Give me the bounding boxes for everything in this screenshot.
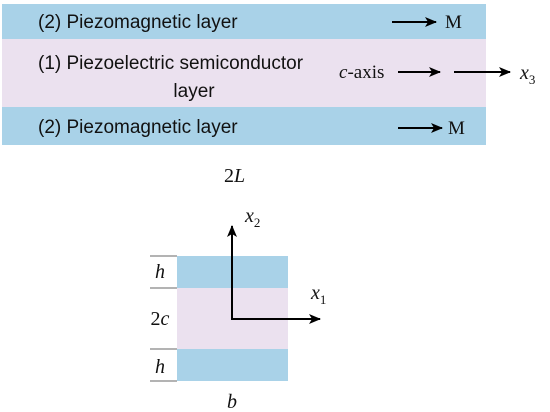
longitudinal-view: (2) Piezomagnetic layer M (1) Piezoelect… [2,4,535,187]
x2-axis-label: x2 [244,205,260,230]
middle-layer-label-line1: (1) Piezoelectric semiconductor [38,53,304,74]
cross-section-bottom-layer [177,349,288,381]
bottom-piezomagnetic-layer [2,107,486,145]
top-thickness-label: h [155,261,165,283]
bottom-magnetization-label: M [448,118,465,139]
middle-layer-label-line2: layer [173,81,215,102]
c-axis-label: c-axis [339,62,384,83]
c-axis-variable: c [339,62,348,83]
c-axis-suffix: -axis [347,62,384,83]
x3-axis-label: x3 [519,62,535,87]
cross-section-view: h 2c h x2 x1 b [150,205,326,412]
width-label: b [227,391,237,412]
core-thickness-label: 2c [151,308,170,330]
bottom-layer-label: (2) Piezomagnetic layer [38,117,238,138]
x1-axis-label: x1 [310,282,326,307]
bottom-thickness-label: h [155,356,165,378]
thickness-dimension-ticks [150,255,177,382]
top-layer-label: (2) Piezomagnetic layer [38,12,238,33]
top-magnetization-label: M [445,12,462,33]
length-label: 2L [224,165,245,187]
